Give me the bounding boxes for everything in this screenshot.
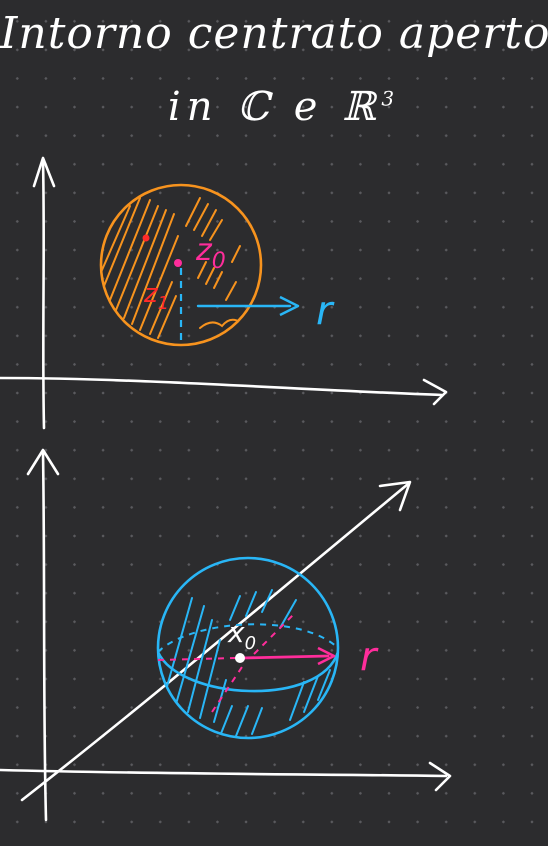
center-label-z: z (195, 233, 213, 268)
radius-label-r-3d: r (360, 634, 379, 680)
point-z1 (142, 234, 150, 242)
equator-back (157, 623, 339, 653)
center-point-x0 (235, 653, 245, 663)
z-axis-arrowhead-icon (26, 448, 60, 476)
x-axis-arrowhead-icon (378, 480, 412, 512)
radius-dashed-diagonal (211, 613, 295, 713)
point-label-z1: z1 (143, 279, 169, 314)
open-ball (156, 556, 340, 740)
real-axis-arrowhead-icon (422, 378, 448, 406)
center-label-x: x (227, 616, 245, 649)
title-line-2: in ℂ e ℝ3 (0, 84, 548, 130)
radius-arrowhead-icon (279, 295, 300, 317)
radius-arrowhead-3d-icon (317, 646, 336, 666)
space-r3: r x0 (0, 448, 452, 822)
title-exponent: 3 (381, 86, 401, 111)
z-axis (41, 450, 48, 822)
point-label-z: z (143, 279, 159, 309)
center-label-subscript: 0 (212, 249, 226, 274)
disc-hatching (101, 197, 241, 339)
x-axis-diagonal (20, 482, 410, 802)
y-axis (0, 768, 448, 778)
y-axis-arrowhead-icon (428, 761, 452, 792)
center-label-x0: x0 (227, 616, 256, 654)
real-axis (0, 376, 444, 397)
point-label-subscript: 1 (158, 293, 169, 314)
title-line-2-text: in ℂ e ℝ (167, 84, 382, 130)
complex-plane: r z0 z1 (0, 156, 448, 430)
title-line-1: Intorno centrato aperto (0, 8, 548, 59)
radius-line-3d (240, 654, 330, 660)
center-label-x-subscript: 0 (245, 633, 256, 654)
center-label-z0: z0 (195, 233, 226, 274)
radius-dashed-back (157, 657, 237, 661)
imaginary-axis-arrowhead-icon (32, 156, 56, 188)
center-point-z0 (174, 259, 182, 267)
open-disc (99, 183, 263, 347)
imaginary-axis (41, 158, 46, 430)
radius-label-r: r (316, 288, 335, 334)
